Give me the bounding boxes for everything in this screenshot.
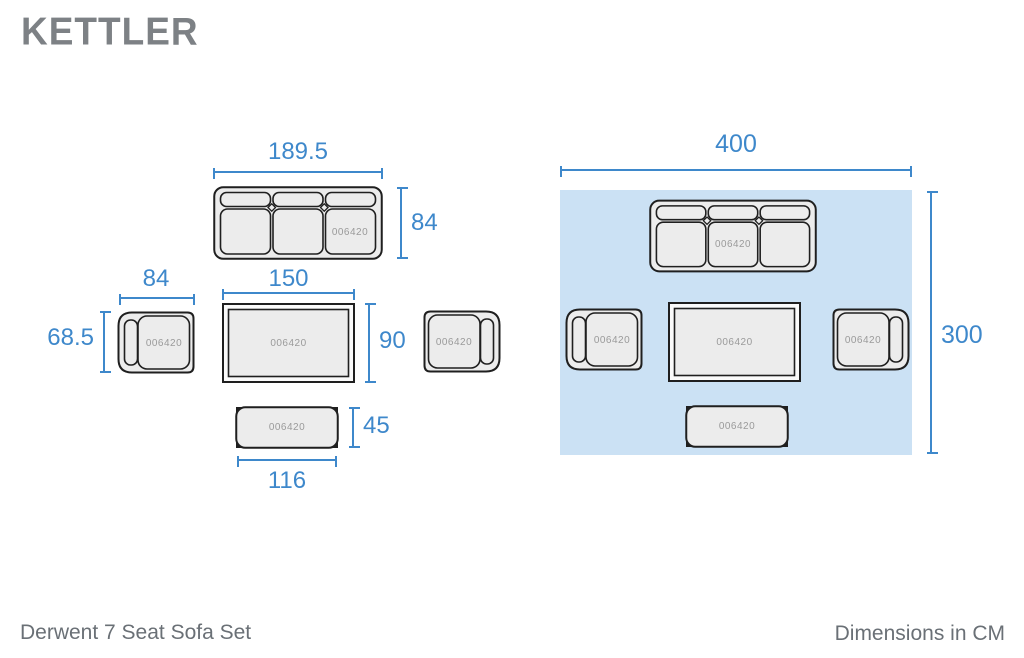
table-width-dim-label: 150: [268, 265, 309, 292]
armchair-width-dim-label: 84: [142, 265, 170, 292]
sofa-top-view: 006420: [213, 186, 383, 260]
units-label: Dimensions in CM: [834, 622, 1005, 645]
footprint-width-dim-line: [560, 166, 912, 177]
sku-label: 006420: [332, 227, 368, 238]
bench-depth-dim-label: 45: [363, 412, 390, 439]
product-title: Derwent 7 Seat Sofa Set: [20, 621, 252, 644]
footprint-height-dim-line: [927, 191, 938, 454]
armchair-top-view: 006420: [117, 311, 195, 374]
sofa-depth-dim-label: 84: [411, 209, 438, 236]
footprint-height-dim-label: 300: [941, 321, 983, 349]
sku-label: 006420: [270, 338, 306, 349]
armchair-depth-dim-line: [100, 311, 111, 373]
footprint-armchair-left: 006420: [565, 308, 643, 371]
sofa-width-dim-label: 189.5: [267, 138, 329, 165]
bench-width-dim-label: 116: [267, 467, 307, 494]
armchair-depth-dim-label: 68.5: [47, 324, 94, 351]
sofa-width-dim-line: [213, 168, 383, 179]
sofa-depth-dim-line: [397, 187, 408, 259]
table-top-view: 006420: [222, 303, 355, 383]
footprint-width-dim-label: 400: [715, 130, 757, 158]
sku-label: 006420: [436, 337, 472, 348]
bench-top-view: 006420: [235, 406, 339, 449]
armchair-right-top-view: 006420: [423, 310, 501, 373]
bench-width-dim-line: [237, 456, 337, 467]
sku-label: 006420: [716, 337, 752, 348]
footprint-area: 006420 006420 006420 006420: [560, 190, 912, 455]
sku-label: 006420: [715, 239, 751, 250]
footprint-bench: 006420: [685, 405, 789, 448]
table-depth-dim-label: 90: [379, 327, 406, 354]
sku-label: 006420: [269, 422, 305, 433]
footprint-armchair-right: 006420: [832, 308, 910, 371]
sku-label: 006420: [146, 338, 182, 349]
sku-label: 006420: [594, 335, 630, 346]
footprint-table: 006420: [668, 302, 801, 382]
sku-label: 006420: [845, 335, 881, 346]
bench-depth-dim-line: [349, 407, 360, 448]
sku-label: 006420: [719, 421, 755, 432]
table-depth-dim-line: [365, 303, 376, 383]
kettler-logo: KETTLER: [21, 10, 199, 54]
footprint-sofa: 006420: [649, 199, 817, 273]
table-width-dim-line: [222, 289, 355, 300]
armchair-width-dim-line: [119, 294, 195, 305]
